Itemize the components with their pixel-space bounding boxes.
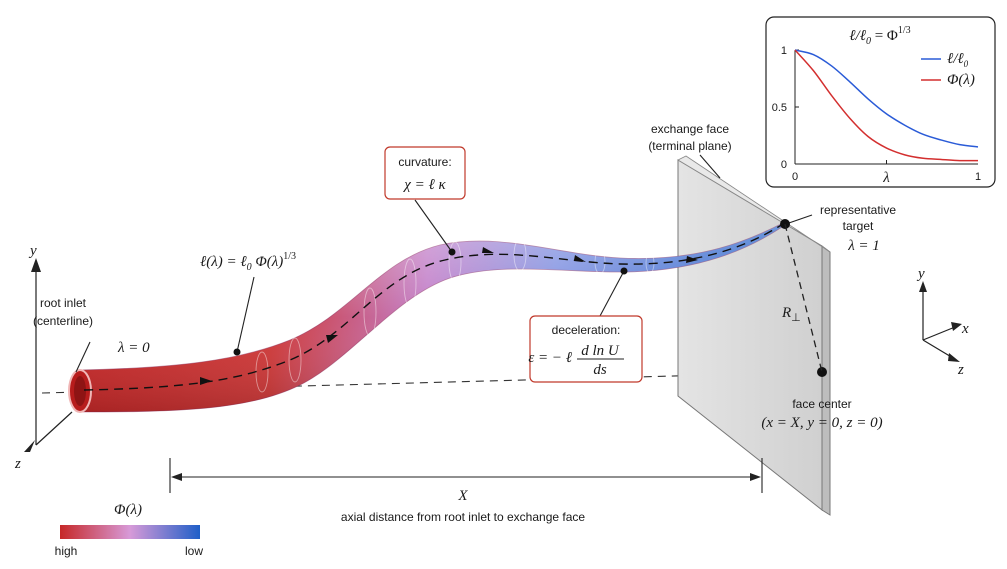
- right-x-arrow-icon: [951, 322, 962, 331]
- deceleration-lhs: ε = − ℓ: [528, 350, 572, 366]
- length-dot: [233, 348, 241, 356]
- inset-y-tick-label: 1: [781, 45, 787, 57]
- colorbar-low-label: low: [185, 544, 203, 558]
- inset-legend: ℓ/ℓ0 Φ(λ): [921, 51, 975, 88]
- right-z-label: z: [957, 362, 964, 378]
- inset-title-exp: 1/3: [898, 25, 911, 36]
- distance-symbol: X: [457, 488, 468, 504]
- inset-y-tick-label: 0: [781, 159, 787, 171]
- curvature-box: curvature: χ = ℓ κ: [384, 146, 466, 200]
- root-inlet-label: root inlet: [40, 296, 87, 310]
- deceleration-box: deceleration: ε = − ℓ d ln U ds: [528, 315, 643, 383]
- deceleration-dot: [620, 267, 628, 275]
- r-perp-sub: ⊥: [791, 312, 801, 324]
- r-perp-label: R⊥: [781, 305, 801, 324]
- tube-rings: [255, 238, 655, 393]
- colorbar-high-label: high: [55, 544, 78, 558]
- flow-arrow-icon: [686, 256, 698, 263]
- deceleration-num: d ln U: [581, 343, 620, 359]
- flow-arrow-icon: [482, 247, 494, 253]
- curvature-formula: χ = ℓ κ: [402, 177, 446, 193]
- right-z-axis-line: [922, 339, 954, 359]
- exchange-face-sublabel: (terminal plane): [648, 139, 731, 153]
- right-x-axis-line: [922, 326, 956, 341]
- inlet-hole: [74, 376, 86, 406]
- curvature-title: curvature:: [398, 155, 451, 169]
- z-axis-arrow-icon: [24, 440, 35, 452]
- inset-title: ℓ/ℓ0 = Φ1/3: [849, 25, 910, 47]
- flow-arrow-icon: [326, 335, 338, 343]
- lambda-zero-label: λ = 0: [117, 340, 150, 356]
- length-law: ℓ(λ) = ℓ0 Φ(λ)1/3: [200, 251, 296, 273]
- length-law-rhs: Φ(λ): [252, 254, 284, 270]
- distance-dimension: X axial distance from root inlet to exch…: [169, 458, 763, 524]
- face-center-coords: (x = X, y = 0, z = 0): [761, 415, 882, 431]
- target-label: representative: [820, 203, 896, 217]
- z-axis-line: [35, 411, 73, 446]
- left-z-label: z: [14, 456, 21, 472]
- dimension-left-arrow-icon: [171, 473, 182, 481]
- colorbar: Φ(λ) high low: [55, 502, 204, 558]
- colorbar-gradient: [60, 525, 200, 539]
- right-y-arrow-icon: [919, 281, 927, 292]
- inset-title-sub: 0: [866, 36, 871, 47]
- leader-lines: [75, 154, 813, 373]
- inset-x-tick-label: 0: [792, 171, 798, 183]
- target-lambda: λ = 1: [847, 238, 880, 254]
- face-center-dot: [817, 367, 827, 377]
- inset-title-mid: = Φ: [871, 28, 898, 44]
- inset-x-tick-label: 1: [975, 171, 981, 183]
- right-y-label: y: [916, 266, 925, 282]
- centerline: [83, 223, 784, 391]
- inset-title-lhs: ℓ/ℓ: [849, 28, 866, 44]
- legend-phi: Φ(λ): [947, 72, 975, 88]
- left-y-label: y: [28, 243, 37, 259]
- target-sublabel: target: [843, 219, 874, 233]
- legend-length: ℓ/ℓ0: [947, 51, 969, 69]
- deceleration-den: ds: [593, 362, 607, 378]
- distance-caption: axial distance from root inlet to exchan…: [341, 510, 585, 524]
- root-inlet-sublabel: (centerline): [33, 314, 93, 328]
- legend-length-sub: 0: [964, 59, 969, 69]
- flow-arrow-icon: [574, 255, 586, 262]
- deceleration-title: deceleration:: [552, 323, 621, 337]
- flow-arrow-icon: [200, 377, 212, 385]
- dimension-right-arrow-icon: [750, 473, 761, 481]
- right-x-label: x: [961, 321, 969, 337]
- r-perp-line: [784, 223, 823, 373]
- inset-y-tick-label: 0.5: [772, 102, 787, 114]
- colorbar-title: Φ(λ): [114, 502, 142, 518]
- inset-lines: [794, 49, 979, 162]
- r-perp-main: R: [781, 305, 791, 321]
- exchange-face-label: exchange face: [651, 122, 729, 136]
- series-line-length: [794, 49, 979, 148]
- legend-length-main: ℓ/ℓ: [947, 51, 964, 67]
- curvature-dot: [448, 248, 456, 256]
- tube: [68, 221, 787, 413]
- length-law-exp: 1/3: [283, 251, 296, 262]
- y-axis-arrow-icon: [31, 258, 41, 272]
- right-axes: y x z: [916, 266, 969, 378]
- left-axes: y z: [14, 243, 73, 472]
- exchange-plane: [677, 155, 831, 516]
- length-law-sub: 0: [247, 262, 252, 273]
- face-center-label: face center: [792, 397, 851, 411]
- length-law-lhs: ℓ(λ) = ℓ: [200, 254, 247, 270]
- inset-x-label: λ: [882, 170, 890, 186]
- series-line-phi: [794, 49, 979, 162]
- right-z-arrow-icon: [948, 353, 960, 362]
